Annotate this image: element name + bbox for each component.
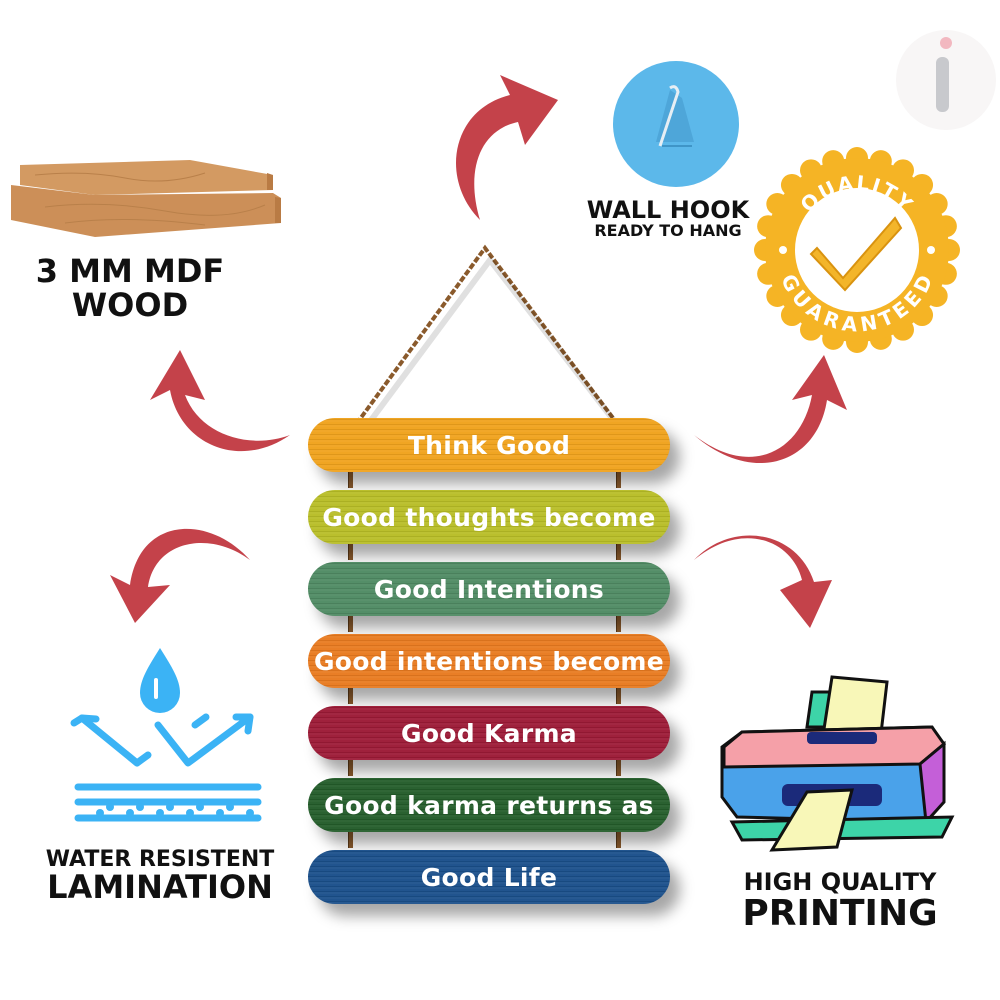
printing-label-line1: HIGH QUALITY — [743, 868, 937, 896]
connector-rope — [348, 684, 353, 704]
arrow-down-left-icon — [110, 528, 250, 623]
connector-rope — [348, 828, 353, 848]
connector-rope — [348, 540, 353, 560]
hook-subtitle: READY TO HANG — [594, 221, 742, 241]
connector-rope — [348, 468, 353, 488]
arrow-up-right-icon — [456, 75, 558, 220]
connector-rope — [616, 756, 621, 776]
wood-label-line2: WOOD — [71, 285, 189, 324]
printer-icon — [720, 675, 955, 852]
water-drop-icon — [70, 648, 262, 822]
plank-text: Think Good — [407, 430, 571, 460]
connector-rope — [616, 612, 621, 632]
plank-2: Good thoughts become — [308, 490, 670, 544]
brand-logo — [896, 30, 996, 130]
plank-text: Good karma returns as — [324, 790, 654, 820]
checkmark-badge-icon: QUALITY GUARANTEED — [754, 147, 960, 353]
hanging-rope — [350, 244, 628, 437]
plank-text: Good Karma — [401, 718, 577, 748]
connector-rope — [348, 756, 353, 776]
connector-rope — [616, 468, 621, 488]
arrow-up-left-icon — [150, 350, 290, 452]
plank-1: Think Good — [308, 418, 670, 472]
arrow-down-right-icon — [694, 535, 832, 628]
connector-rope — [616, 828, 621, 848]
plank-4: Good intentions become — [308, 634, 670, 688]
logo-dot — [940, 37, 952, 49]
logo-stem — [936, 57, 949, 112]
plank-7: Good Life — [308, 850, 670, 904]
connector-rope — [616, 540, 621, 560]
connector-rope — [616, 684, 621, 704]
wood-planks-icon — [11, 160, 281, 237]
plank-text: Good Intentions — [373, 574, 605, 604]
water-label-line2: LAMINATION — [47, 868, 273, 907]
plank-text: Good intentions become — [313, 646, 665, 676]
plank-6: Good karma returns as — [308, 778, 670, 832]
wood-label-line1: 3 MM MDF — [35, 252, 225, 290]
connector-rope — [348, 612, 353, 632]
plank-text: Good thoughts become — [322, 502, 656, 532]
hook-title: WALL HOOK — [586, 196, 750, 224]
water-label-line1: WATER RESISTENT — [45, 847, 275, 872]
plank-text: Good Life — [420, 862, 558, 892]
wall-hook-icon — [613, 61, 739, 187]
printing-label-line2: PRINTING — [742, 893, 938, 935]
plank-3: Good Intentions — [308, 562, 670, 616]
plank-5: Good Karma — [308, 706, 670, 760]
arrow-right-up-icon — [694, 355, 847, 464]
